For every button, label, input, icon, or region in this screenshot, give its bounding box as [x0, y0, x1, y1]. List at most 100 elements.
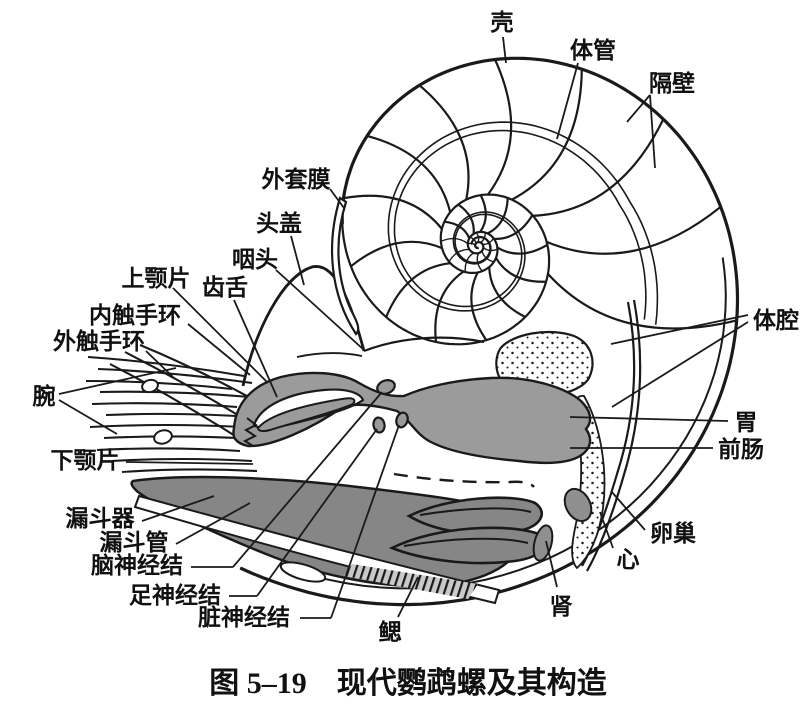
mantle-band: [330, 196, 360, 336]
cerebral-ganglion-node: [376, 379, 396, 395]
leader-stomach: [569, 416, 729, 422]
septum-line: [366, 134, 452, 213]
leader-pedal-ganglion: [256, 428, 378, 597]
leader-pharynx: [275, 269, 365, 351]
label-shell: 壳: [490, 9, 514, 35]
tentacle-line: [96, 447, 241, 453]
label-stomach: 胃: [735, 410, 758, 435]
label-hood: 头盖: [256, 210, 302, 236]
heart-organ: [563, 487, 593, 523]
septum-line: [350, 240, 443, 268]
leader-septum: [649, 94, 656, 169]
siphuncle-band-lower-line: [387, 121, 659, 325]
label-outer-tentacle-ring: 外触手环: [53, 328, 145, 354]
leader-mantle: [329, 188, 345, 209]
gill-base-hatching: [344, 564, 478, 599]
label-visceral-ganglion: 脏神经结: [198, 604, 290, 630]
leader-inner-tentacle-ring: [187, 323, 251, 376]
leader-lower-jaw: [125, 461, 254, 465]
hood-neck-line: [296, 352, 363, 358]
septum-line: [533, 118, 665, 217]
label-gill: 鳃: [379, 619, 402, 645]
tentacle-line: [103, 435, 255, 441]
tentacle-line: [97, 367, 253, 385]
label-pedal-ganglion: 足神经结: [129, 582, 221, 608]
leader-heart: [599, 511, 614, 549]
leader-cerebral-ganglion: [232, 391, 383, 568]
pedal-ganglion-node: [372, 416, 386, 434]
leader-radula: [233, 299, 278, 398]
visceral-ganglion-node: [395, 411, 409, 429]
septum-line: [457, 203, 475, 235]
septum-line: [343, 194, 443, 230]
leader-funnel-organ: [141, 495, 215, 522]
tentacle-line: [91, 402, 238, 409]
funnel-tube-section: [279, 561, 327, 583]
leader-shell: [502, 36, 507, 64]
leader-visceral-ganglion: [330, 424, 400, 619]
dorsal-body-line: [363, 336, 485, 353]
leader-arm: [58, 399, 118, 435]
label-upper-jaw: 上颚片: [122, 266, 191, 291]
septum-line: [479, 194, 487, 233]
label-ovary: 卵巢: [650, 520, 696, 546]
leader-arm: [58, 367, 177, 395]
label-kidney: 肾: [550, 594, 573, 619]
tentacle-line: [99, 390, 251, 399]
leader-hood: [290, 235, 305, 286]
tentacle-sheath-opening-lower: [153, 429, 173, 445]
gill-leaf-upper-midrib: [419, 507, 532, 516]
label-coelom: 体腔: [753, 307, 799, 333]
leader-kidney: [545, 540, 558, 588]
leader-coelom: [610, 314, 749, 345]
tentacle-line: [111, 457, 253, 463]
label-inner-tentacle-ring: 内触手环: [89, 302, 181, 328]
leader-gill: [397, 576, 419, 618]
septum-line: [418, 84, 470, 200]
shell-inner-whorls-spiral: [341, 193, 551, 346]
dashed-ventral-line: [393, 472, 535, 488]
tentacle-sheath-opening-upper: [141, 378, 159, 394]
figure-caption: 图 5–19 现代鹦鹉螺及其构造: [209, 667, 607, 700]
septum-line: [444, 220, 471, 239]
leader-siphuncle: [556, 62, 579, 140]
siphuncle-band-upper-line: [393, 129, 647, 320]
label-cerebral-ganglion: 脑神经结: [91, 552, 183, 578]
tentacle-line: [89, 423, 243, 429]
tentacle-line: [87, 355, 245, 378]
label-siphuncle: 体管: [570, 37, 616, 63]
label-radula: 齿舌: [202, 275, 248, 300]
leader-coelom: [611, 321, 749, 408]
tentacle-line: [105, 412, 253, 419]
label-arm: 腕: [33, 383, 56, 409]
label-lower-jaw: 下颚片: [51, 448, 120, 473]
leader-funnel-tube: [175, 502, 251, 545]
label-mantle: 外套膜: [262, 166, 331, 192]
septum-line: [385, 262, 451, 318]
septum-line: [488, 267, 526, 318]
tentacle-line: [85, 379, 233, 391]
tentacle-line: [121, 468, 258, 474]
septum-line: [546, 205, 722, 255]
jaw-radula-hook: [256, 397, 356, 433]
label-pharynx: 咽头: [232, 247, 278, 272]
leader-septum: [626, 94, 651, 123]
tentacle-line: [109, 363, 249, 445]
leader-upper-jaw: [172, 287, 269, 384]
septum-line: [547, 273, 737, 330]
body-wall-outer-line: [586, 299, 642, 572]
label-funnel-organ: 漏斗器: [66, 506, 136, 531]
label-foregut: 前肠: [718, 436, 764, 462]
leader-ovary: [610, 490, 646, 531]
septum-line: [511, 69, 583, 201]
label-septum: 隔壁: [649, 70, 695, 96]
septum-line: [487, 59, 513, 196]
septum-line: [487, 197, 509, 235]
leader-outer-tentacle-ring: [145, 350, 174, 378]
label-funnel-tube: 漏斗管: [100, 529, 169, 555]
gill-leaf-lower-midrib: [403, 537, 529, 547]
label-heart: 心: [617, 547, 640, 572]
annotation-group: 壳体管隔壁外套膜头盖咽头上颚片齿舌内触手环外触手环腕下颚片漏斗器漏斗管脑神经结足…: [33, 9, 800, 645]
